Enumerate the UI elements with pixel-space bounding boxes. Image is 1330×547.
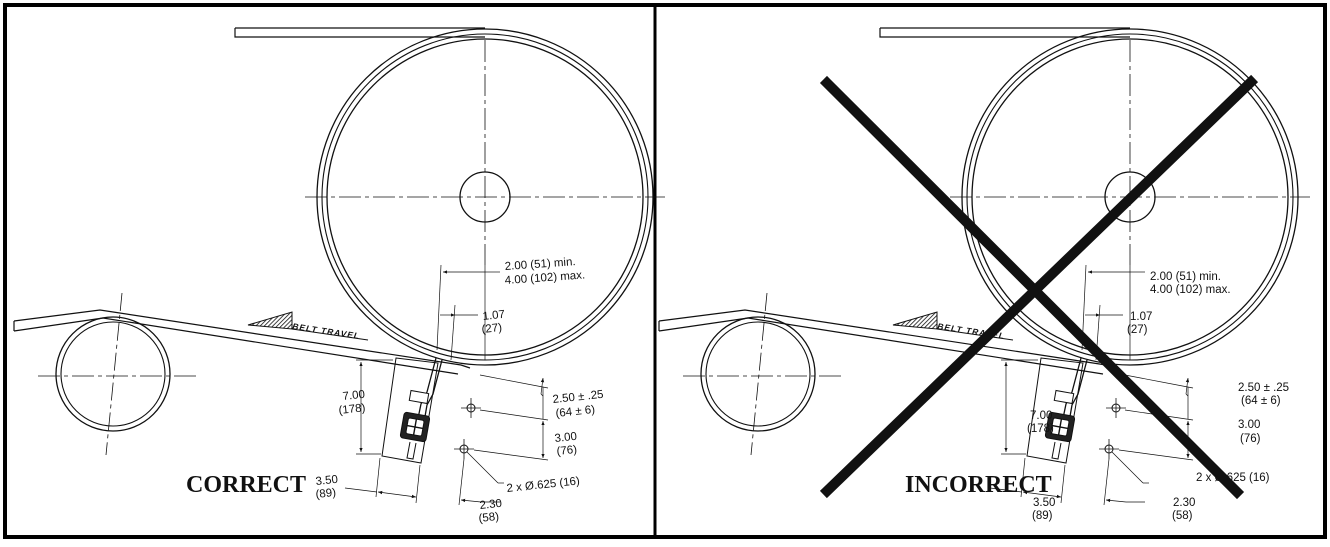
dim-spacing-in: 3.00 bbox=[554, 431, 578, 445]
dim-hole-offset-mm: (58) bbox=[478, 511, 500, 525]
dim-gap-max: 4.00 (102) max. bbox=[504, 269, 585, 287]
dim-gap-min: 2.00 (51) min. bbox=[504, 256, 576, 273]
dim-drop-in: 2.50 ± .25 bbox=[1238, 382, 1289, 394]
dim-spacing-mm: (76) bbox=[1240, 433, 1261, 445]
dim-spacing-mm: (76) bbox=[556, 444, 578, 458]
dim-holes: 2 x Ø.625 (16) bbox=[506, 475, 581, 495]
dim-height-in: 7.00 bbox=[1030, 410, 1052, 422]
diagram-frame bbox=[3, 3, 1327, 539]
dim-drop-mm: (64 ± 6) bbox=[555, 404, 596, 420]
cross-out-stroke bbox=[819, 74, 1259, 499]
dim-hole-offset-in: 2.30 bbox=[479, 498, 503, 512]
belt-travel-label: BELT TRAVEL bbox=[292, 321, 361, 341]
panel-correct: BELT TRAVEL 2.00 (51) min. 4.00 (102) ma… bbox=[14, 28, 665, 525]
panel-label-incorrect: INCORRECT bbox=[905, 472, 1052, 498]
dim-height-mm: (178) bbox=[338, 402, 366, 417]
dim-height-in: 7.00 bbox=[342, 389, 366, 403]
dim-offset-mm: (27) bbox=[481, 322, 503, 336]
dim-width-mm: (89) bbox=[315, 487, 337, 501]
dim-height-mm: (178) bbox=[1027, 423, 1054, 435]
dim-width-in: 3.50 bbox=[1033, 497, 1055, 509]
dim-offset-in: 1.07 bbox=[1130, 311, 1152, 323]
dim-hole-offset-mm: (58) bbox=[1172, 510, 1193, 522]
dim-offset-mm: (27) bbox=[1127, 324, 1148, 336]
dim-drop-mm: (64 ± 6) bbox=[1241, 395, 1281, 407]
dim-width-mm: (89) bbox=[1032, 510, 1053, 522]
dim-drop-in: 2.50 ± .25 bbox=[552, 389, 604, 406]
dim-width-in: 3.50 bbox=[315, 474, 339, 488]
dim-gap-min: 2.00 (51) min. bbox=[1150, 271, 1221, 283]
panel-incorrect: BELT TRAVEL 2.00 (51) min. 4.00 (102) ma… bbox=[659, 28, 1310, 522]
dim-gap-max: 4.00 (102) max. bbox=[1150, 284, 1231, 296]
dim-spacing-in: 3.00 bbox=[1238, 419, 1260, 431]
dim-hole-offset-in: 2.30 bbox=[1173, 497, 1195, 509]
panel-label-correct: CORRECT bbox=[186, 472, 306, 498]
dim-offset-in: 1.07 bbox=[482, 309, 506, 323]
